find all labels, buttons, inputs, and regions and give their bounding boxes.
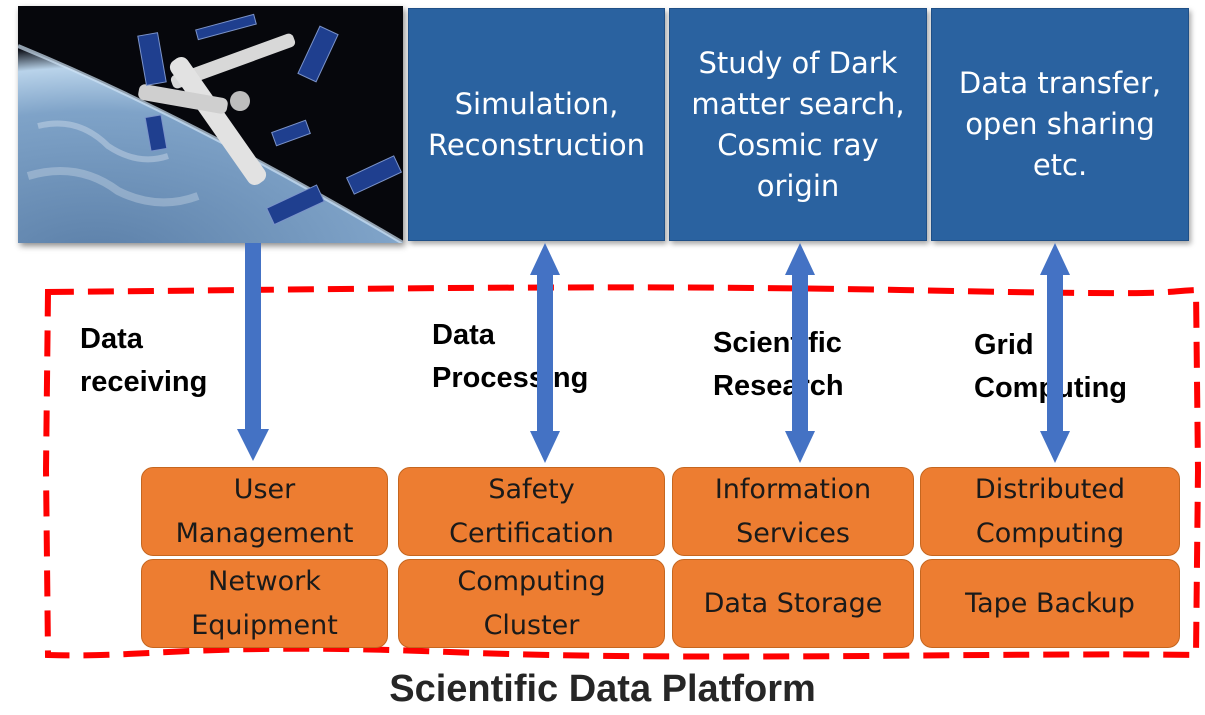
data-processing-label: Data Processing bbox=[432, 319, 589, 394]
space-station-photo bbox=[18, 6, 403, 243]
information-services-box: Information Services bbox=[672, 467, 914, 556]
arrow-both-processing bbox=[530, 243, 560, 463]
station-modules bbox=[138, 33, 296, 186]
platform-title: Scientific Data Platform bbox=[389, 668, 816, 710]
solar-panels bbox=[137, 13, 403, 226]
data-storage-box: Data Storage bbox=[672, 559, 914, 648]
arrow-both-grid bbox=[1040, 243, 1070, 463]
user-management-box: User Management bbox=[141, 467, 388, 556]
space-station-illustration bbox=[18, 6, 403, 243]
scientific-research-label: Scientific Research bbox=[713, 327, 844, 402]
simulation-box: Simulation, Reconstruction bbox=[408, 8, 665, 241]
network-equipment-box: Network Equipment bbox=[141, 559, 388, 648]
dark-matter-study-box: Study of Dark matter search, Cosmic ray … bbox=[669, 8, 927, 241]
safety-certification-box: Safety Certification bbox=[398, 467, 665, 556]
arrow-down-receiving bbox=[237, 243, 269, 461]
distributed-computing-box: Distributed Computing bbox=[920, 467, 1180, 556]
data-transfer-box: Data transfer, open sharing etc. bbox=[931, 8, 1189, 241]
data-receiving-label: Data receiving bbox=[80, 323, 208, 398]
arrow-both-research bbox=[785, 243, 815, 463]
tape-backup-box: Tape Backup bbox=[920, 559, 1180, 648]
computing-cluster-box: Computing Cluster bbox=[398, 559, 665, 648]
